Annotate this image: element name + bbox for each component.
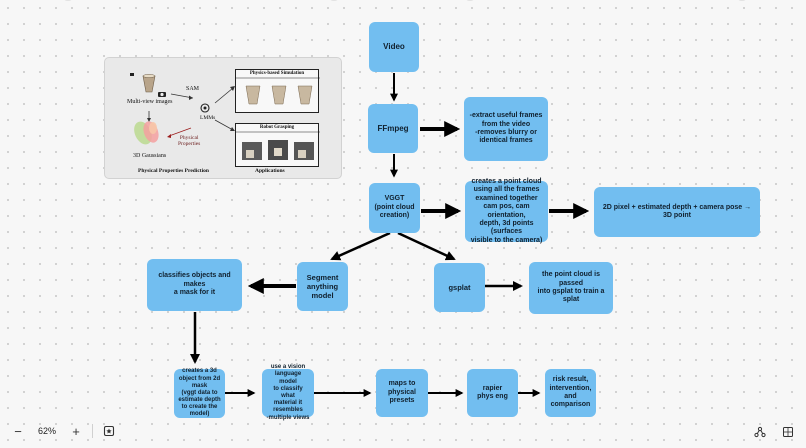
top-edge-handle xyxy=(466,0,474,1)
gaussians-label: 3D Gaussians xyxy=(133,153,167,159)
toolbar-divider xyxy=(92,424,94,438)
node-rapier[interactable]: rapier phys eng xyxy=(467,369,518,417)
zoom-level[interactable]: 62% xyxy=(38,426,57,436)
node-segment-anything[interactable]: Segment anything model xyxy=(297,262,348,311)
node-gsplat-notes[interactable]: the point cloud is passed into gsplat to… xyxy=(529,262,613,314)
physical-properties-label: Physical Properties xyxy=(178,135,201,147)
panel-icon xyxy=(783,427,793,437)
top-edge-handle xyxy=(64,0,72,1)
node-ffmpeg-notes[interactable]: -extract useful frames from the video -r… xyxy=(464,97,548,161)
sam-label: SAM xyxy=(186,86,200,92)
node-vision-language-model[interactable]: use a vision language model to classify … xyxy=(262,364,314,421)
node-vggt[interactable]: VGGT (point cloud creation) xyxy=(369,183,420,233)
zoom-in-button[interactable]: + xyxy=(66,421,86,441)
share-icon xyxy=(754,426,766,438)
node-projection[interactable]: 2D pixel + estimated depth + camera pose… xyxy=(594,187,760,237)
frame-icon xyxy=(103,425,115,437)
node-classify-mask[interactable]: classifies objects and makes a mask for … xyxy=(147,259,242,311)
share-button[interactable] xyxy=(750,422,770,442)
caption-right: Applications xyxy=(255,168,285,174)
cups-drawing xyxy=(236,77,320,105)
top-edge-handle xyxy=(330,0,338,1)
paper-figure-image[interactable]: Multi-view images SAM LMMs Physical Prop… xyxy=(104,57,342,179)
simulation-panel: Physics-based Simulation xyxy=(235,69,320,113)
plus-icon: + xyxy=(72,423,80,439)
top-edge-handle xyxy=(738,0,746,1)
node-ffmpeg[interactable]: FFmpeg xyxy=(368,104,418,153)
grasping-panel: Robot Grasping xyxy=(235,123,320,167)
arrow-vggt-segment xyxy=(330,231,391,261)
node-video[interactable]: Video xyxy=(369,22,419,72)
figure-drawing xyxy=(130,73,235,145)
node-create-3d-object[interactable]: creates a 3d object from 2d mask (vggt d… xyxy=(174,368,225,418)
zoom-toolbar: − 62% + xyxy=(8,420,119,442)
zoom-out-button[interactable]: − xyxy=(8,421,28,441)
lmms-label: LMMs xyxy=(200,115,216,121)
minus-icon: − xyxy=(14,423,22,439)
node-gsplat[interactable]: gsplat xyxy=(434,263,485,312)
node-pointcloud-notes[interactable]: creates a point cloud using all the fram… xyxy=(465,178,548,244)
grasping-title: Robot Grasping xyxy=(259,125,295,130)
frame-button[interactable] xyxy=(99,421,119,441)
arrow-vggt-gsplat xyxy=(397,231,456,261)
caption-left: Physical Properties Prediction xyxy=(138,168,209,174)
multiview-label: Multi-view images xyxy=(127,99,173,105)
node-risk-result[interactable]: risk result, intervention, and compariso… xyxy=(545,369,596,417)
simulation-title: Physics-based Simulation xyxy=(249,71,305,76)
node-physical-presets[interactable]: maps to physical presets xyxy=(376,369,428,417)
panel-toggle-button[interactable] xyxy=(778,422,798,442)
robot-drawing xyxy=(236,131,320,160)
right-tools xyxy=(750,422,798,442)
